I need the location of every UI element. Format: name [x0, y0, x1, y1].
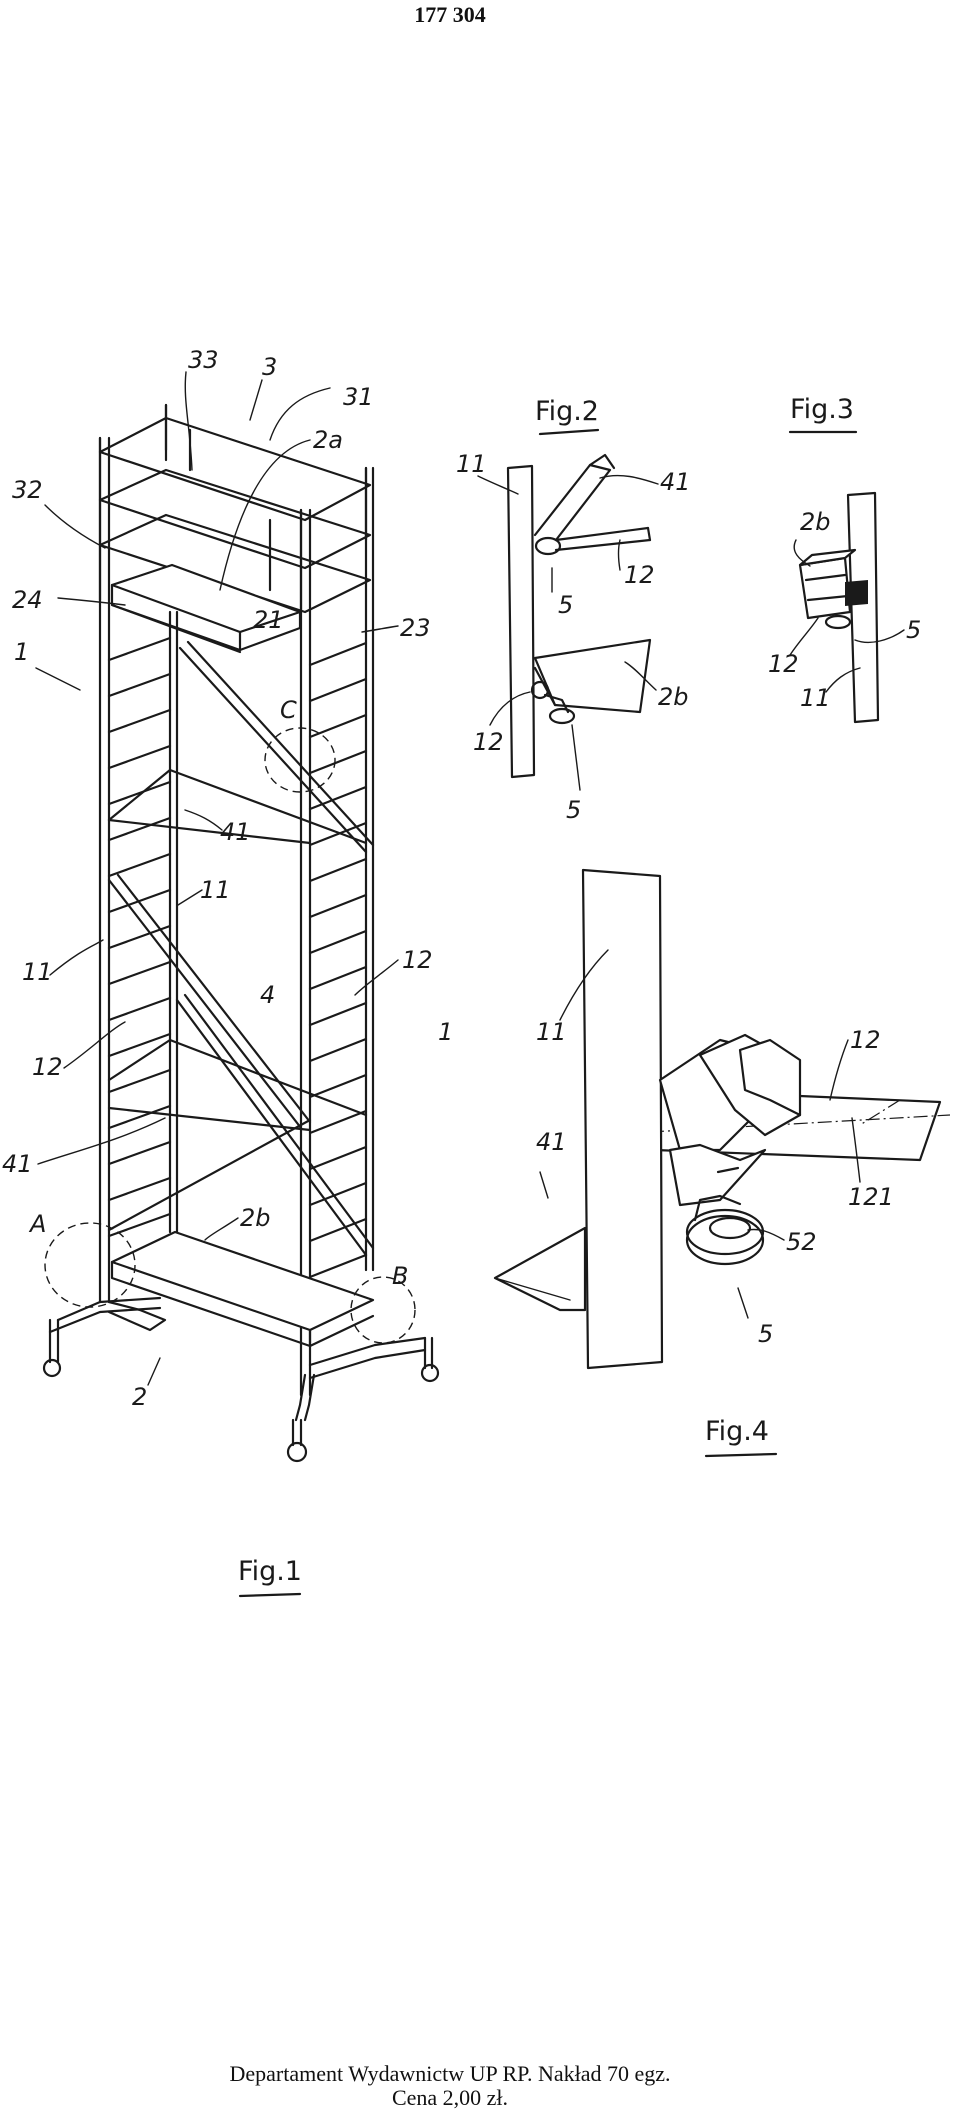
ladder-rung	[308, 1037, 368, 1063]
ladder-rung	[107, 1068, 172, 1094]
ladder-rung	[107, 1104, 172, 1130]
fig3-labels: Fig.3 2b 5 12 11	[768, 394, 921, 712]
fig4-label-5: 5	[758, 1320, 773, 1348]
fig1-label-2: 31	[343, 383, 374, 411]
ladder-rung	[107, 1032, 172, 1058]
ladder-rung	[107, 1176, 172, 1202]
patent-drawing: 33 3 31 2a 32 24 21 23 1 C 41 11 11 12 4…	[2, 346, 951, 1598]
page-number: 177 304	[414, 2, 486, 27]
fig2-label-3: 5	[558, 591, 573, 619]
fig2-label-1: 41	[660, 468, 691, 496]
ladder-rung	[107, 780, 172, 806]
ladder-rung	[308, 641, 368, 667]
ladder-rung	[308, 1145, 368, 1171]
ladder-rung	[107, 996, 172, 1022]
fig2-detail	[506, 453, 652, 779]
ladder-rung	[308, 785, 368, 811]
ladder-rung	[308, 1217, 368, 1243]
ladder-rung	[308, 1253, 368, 1279]
fig1-label-11: 11	[200, 876, 231, 904]
fig1-label-16: 12	[32, 1053, 63, 1081]
fig1-label-19: 2b	[240, 1204, 271, 1232]
ladder-rung	[308, 1073, 368, 1099]
ladder-rung	[308, 893, 368, 919]
ladder-rung	[308, 929, 368, 955]
fig1-caption: Fig.1	[238, 1556, 302, 1587]
fig4-label-3: 121	[848, 1183, 894, 1211]
fig1-label-14: 4	[260, 981, 275, 1009]
fig1-label-12: 11	[22, 958, 53, 986]
fig1-label-15: 1	[438, 1018, 453, 1046]
fig4-label-0: 11	[536, 1018, 567, 1046]
ladder-rung	[107, 1140, 172, 1166]
fig2-label-2: 12	[624, 561, 655, 589]
ladder-rung	[308, 857, 368, 883]
ladder-rung	[308, 1181, 368, 1207]
fig1-label-0: 33	[188, 346, 219, 374]
fig1-label-1: 3	[262, 353, 277, 381]
footer-publisher: Departament Wydawnictw UP RP. Nakład 70 …	[229, 2061, 671, 2086]
fig2-labels: Fig.2 11 41 12 5 2b 12 5	[456, 396, 691, 824]
fig1-scaffold	[42, 403, 440, 1463]
fig1-labels: 33 3 31 2a 32 24 21 23 1 C 41 11 11 12 4…	[2, 346, 453, 1598]
fig1-label-9: C	[280, 696, 297, 724]
ladder-rung	[107, 744, 172, 770]
footer-price: Cena 2,00 zł.	[391, 2085, 509, 2110]
fig4-labels: 11 12 41 121 52 5 Fig.4	[536, 949, 894, 1458]
ladder-rung	[308, 1001, 368, 1027]
ladder-rung	[107, 816, 172, 842]
ladder-rung	[107, 960, 172, 986]
fig1-label-5: 24	[12, 586, 43, 614]
fig3-detail	[798, 491, 880, 724]
fig4-caption: Fig.4	[705, 1416, 769, 1447]
fig3-label-1: 5	[906, 616, 921, 644]
fig1-label-18: A	[28, 1210, 46, 1238]
fig2-label-0: 11	[456, 450, 487, 478]
fig1-label-3: 2a	[313, 426, 343, 454]
fig2-label-6: 5	[566, 796, 581, 824]
fig3-label-2: 12	[768, 650, 799, 678]
fig4-label-4: 52	[786, 1228, 817, 1256]
ladder-rung	[308, 1109, 368, 1135]
fig1-label-20: B	[392, 1262, 408, 1290]
ladder-rung	[107, 708, 172, 734]
fig1-label-6: 21	[253, 606, 284, 634]
footer: Departament Wydawnictw UP RP. Nakład 70 …	[0, 2062, 900, 2110]
fig1-label-10: 41	[220, 818, 251, 846]
ladder-rung	[308, 965, 368, 991]
fig2-label-4: 2b	[658, 683, 689, 711]
ladder-rung	[308, 713, 368, 739]
ladder-rung	[107, 672, 172, 698]
ladder-rung	[107, 852, 172, 878]
fig1-label-21: 2	[132, 1383, 147, 1411]
fig1-label-7: 23	[400, 614, 431, 642]
fig1-label-13: 12	[402, 946, 433, 974]
fig3-caption: Fig.3	[790, 394, 854, 425]
fig2-caption: Fig.2	[535, 396, 599, 427]
ladder-rung	[107, 636, 172, 662]
fig3-label-0: 2b	[800, 508, 831, 536]
fig2-label-5: 12	[473, 728, 504, 756]
fig4-detail	[493, 868, 951, 1370]
ladder-rung	[308, 677, 368, 703]
ladder-rung	[308, 749, 368, 775]
fig1-label-8: 1	[14, 638, 29, 666]
fig1-label-4: 32	[12, 476, 43, 504]
fig3-label-3: 11	[800, 684, 831, 712]
fig4-label-2: 41	[536, 1128, 567, 1156]
fig4-label-1: 12	[850, 1026, 881, 1054]
fig1-label-17: 41	[2, 1150, 33, 1178]
